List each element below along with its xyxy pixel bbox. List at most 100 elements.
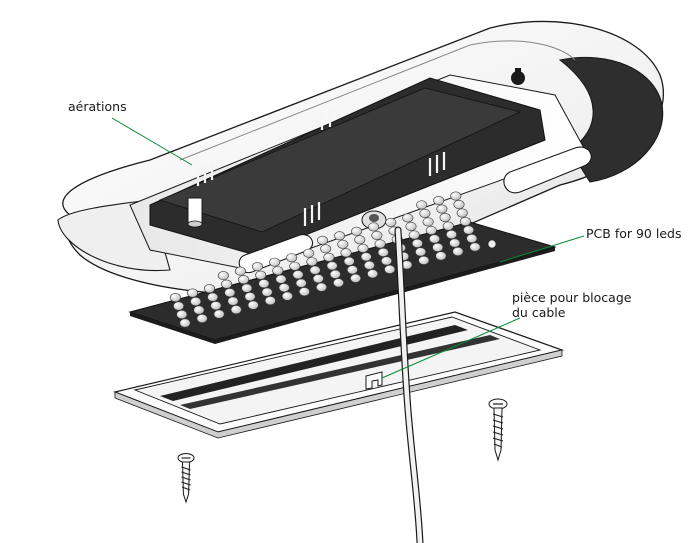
- led: [278, 283, 290, 293]
- cable-lock-piece: [365, 371, 383, 390]
- led: [374, 239, 386, 249]
- led: [449, 238, 461, 248]
- led: [179, 318, 191, 328]
- led: [435, 251, 447, 261]
- led: [255, 270, 267, 280]
- led: [309, 265, 321, 275]
- right-clip: [503, 146, 592, 194]
- led: [380, 256, 392, 266]
- led: [252, 262, 264, 272]
- led: [217, 271, 229, 281]
- led: [442, 221, 454, 231]
- led: [469, 242, 481, 252]
- frame-dark-strip-2: [180, 335, 500, 409]
- led: [247, 300, 259, 310]
- led: [463, 225, 475, 235]
- led: [428, 234, 440, 244]
- led: [238, 275, 250, 285]
- led: [320, 244, 332, 254]
- led: [351, 226, 363, 236]
- label-pcb: PCB for 90 leds: [586, 226, 682, 241]
- led: [416, 200, 428, 210]
- led: [402, 213, 414, 223]
- leader-piece: [381, 317, 521, 379]
- led: [466, 234, 478, 244]
- leader-aerations: [111, 117, 193, 166]
- led: [187, 288, 199, 298]
- led: [269, 257, 281, 267]
- led: [357, 243, 369, 253]
- led: [221, 279, 233, 289]
- led: [329, 269, 341, 279]
- diffuser-frame: [112, 311, 565, 439]
- led: [190, 296, 202, 306]
- housing: [57, 20, 665, 295]
- mounting-post: [187, 197, 203, 228]
- led: [433, 196, 445, 206]
- led: [340, 248, 352, 258]
- label-aerations: aérations: [68, 99, 127, 114]
- screw-icon: [177, 453, 195, 504]
- led: [316, 235, 328, 245]
- led: [298, 287, 310, 297]
- led: [459, 217, 471, 227]
- led: [193, 305, 205, 315]
- led: [334, 231, 346, 241]
- led: [360, 252, 372, 262]
- led: [346, 265, 358, 275]
- led: [230, 305, 242, 315]
- led: [326, 261, 338, 271]
- led: [286, 253, 298, 263]
- screw-icon: [488, 398, 508, 462]
- led: [196, 313, 208, 323]
- led: [306, 257, 318, 267]
- led: [292, 270, 304, 280]
- led: [418, 255, 430, 265]
- led: [332, 278, 344, 288]
- led: [377, 247, 389, 257]
- led: [385, 217, 397, 227]
- led: [439, 213, 451, 223]
- led: [337, 239, 349, 249]
- led: [227, 296, 239, 306]
- led: [224, 288, 236, 298]
- led: [450, 191, 462, 201]
- led: [213, 309, 225, 319]
- led: [258, 279, 270, 289]
- led: [176, 309, 188, 319]
- led: [234, 266, 246, 276]
- led: [241, 283, 253, 293]
- led: [405, 221, 417, 231]
- led: [295, 278, 307, 288]
- led: [452, 247, 464, 257]
- led: [453, 200, 465, 210]
- led: [272, 266, 284, 276]
- led: [204, 284, 216, 294]
- label-cable-lock-line2: du cable: [512, 305, 566, 320]
- led: [169, 292, 181, 302]
- led: [323, 252, 335, 262]
- led: [436, 204, 448, 214]
- led: [281, 291, 293, 301]
- led: [411, 238, 423, 248]
- label-cable-lock-line1: pièce pour blocage: [512, 290, 632, 305]
- led: [408, 230, 420, 240]
- led: [368, 222, 380, 232]
- led: [367, 269, 379, 279]
- ventilation-slots: [196, 109, 446, 226]
- housing-block-top: [158, 87, 522, 233]
- frame-lip: [114, 349, 563, 439]
- led: [422, 217, 434, 227]
- led: [363, 260, 375, 270]
- led: [445, 230, 457, 240]
- led: [432, 242, 444, 252]
- led: [350, 273, 362, 283]
- led: [173, 301, 185, 311]
- led: [244, 292, 256, 302]
- housing-rim: [179, 40, 576, 161]
- led: [315, 282, 327, 292]
- label-cable-lock: pièce pour blocage du cable: [512, 290, 631, 320]
- led: [415, 247, 427, 257]
